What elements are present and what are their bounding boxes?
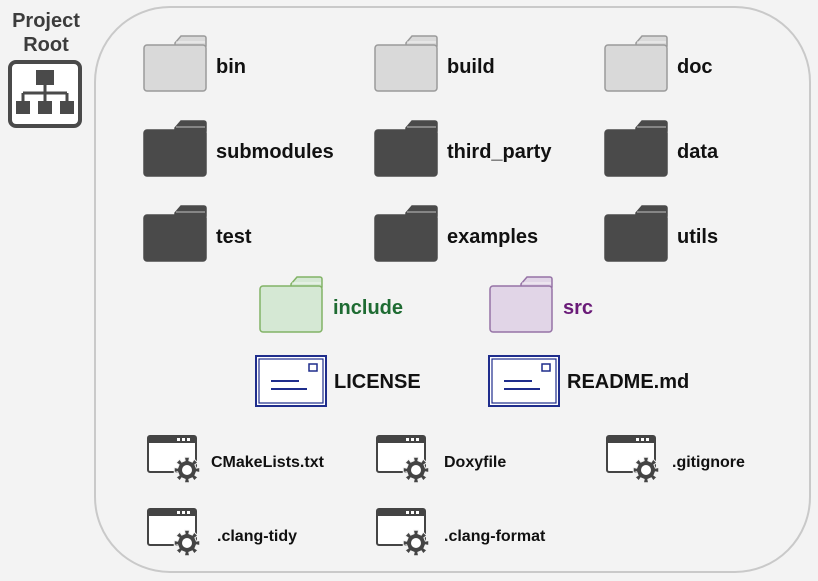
folder-label: utils xyxy=(677,226,719,248)
folder-label: bin xyxy=(216,56,246,78)
file-label: .clang-format xyxy=(444,528,546,545)
folder-label: test xyxy=(216,226,252,248)
project-root-title-line2: Root xyxy=(23,34,69,56)
folder-label: examples xyxy=(447,226,539,248)
folder-label: submodules xyxy=(216,141,334,163)
folder-label: src xyxy=(563,297,594,319)
project-root-title-line1: Project xyxy=(12,10,80,32)
folder-label: data xyxy=(677,141,719,163)
project-root-label: Project Root xyxy=(4,9,88,57)
folder-label: build xyxy=(447,56,495,78)
file-label: Doxyfile xyxy=(444,454,507,471)
folder-label: third_party xyxy=(447,141,552,163)
folder-label: doc xyxy=(677,56,713,78)
file-label: LICENSE xyxy=(334,371,421,393)
folder-label: include xyxy=(333,297,404,319)
file-label: CMakeLists.txt xyxy=(211,454,324,471)
hierarchy-icon xyxy=(8,60,82,128)
project-root-container xyxy=(94,6,811,573)
file-label: .clang-tidy xyxy=(217,528,298,545)
file-label: README.md xyxy=(567,371,690,393)
file-label: .gitignore xyxy=(672,454,745,471)
